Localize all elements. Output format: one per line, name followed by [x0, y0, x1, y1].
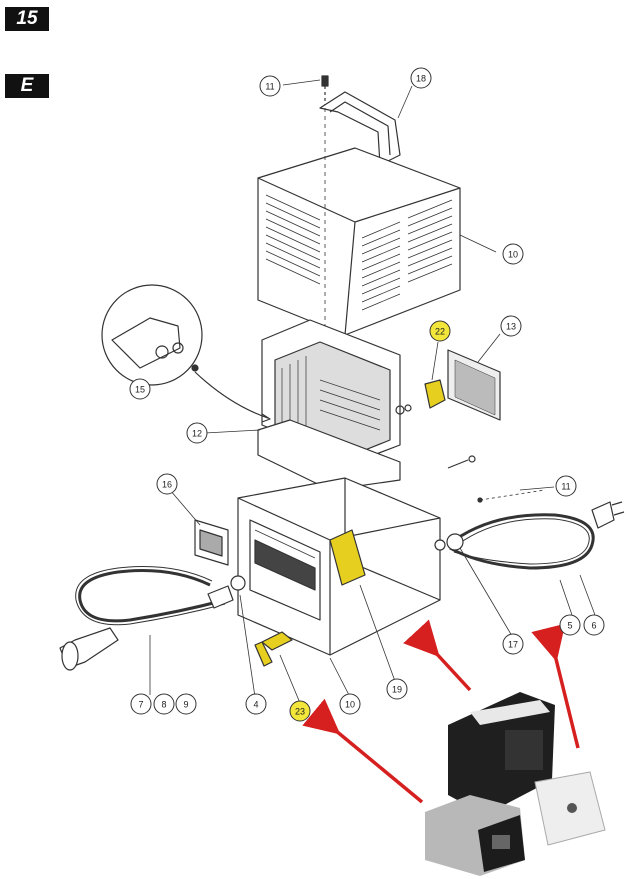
- callout-c6: 6: [583, 614, 605, 636]
- callout-c9: 9: [175, 693, 197, 715]
- red-arrow-plate: [531, 623, 580, 749]
- callout-circle: [410, 67, 432, 89]
- red-arrow-switch: [403, 619, 472, 692]
- section-letter-badge: E: [5, 74, 49, 98]
- callout-label: 12: [192, 429, 202, 439]
- callout-circle: [500, 315, 522, 337]
- callout-label: 17: [508, 640, 518, 650]
- callout-label: 11: [265, 82, 274, 92]
- screw-top-drawing: [321, 75, 329, 105]
- red-arrows: [302, 619, 580, 804]
- callout-label: 10: [508, 250, 518, 260]
- callout-c5: 5: [559, 614, 581, 636]
- callout-circle: [502, 243, 524, 265]
- callout-circle: [583, 614, 605, 636]
- callout-circle: [429, 320, 451, 342]
- meter-drawing: [194, 519, 229, 566]
- callout-label: 7: [138, 700, 143, 710]
- callout-label: 11: [561, 482, 570, 492]
- callout-label: 22: [435, 327, 445, 337]
- callout-c11b: 11: [555, 475, 577, 497]
- callout-circle: [245, 693, 267, 715]
- callout-circle: [186, 422, 208, 444]
- callout-circle: [289, 700, 311, 722]
- callout-circle: [156, 473, 178, 495]
- callout-c11a: 11: [259, 75, 281, 97]
- insulator-plate-drawing: [447, 349, 501, 421]
- callout-label: 5: [567, 621, 572, 631]
- callout-c10a: 10: [502, 243, 524, 265]
- callout-c12: 12: [186, 422, 208, 444]
- top-cover-drawing: [257, 108, 461, 345]
- callout-c18: 18: [410, 67, 432, 89]
- callout-c19: 19: [386, 678, 408, 700]
- callout-circle: [502, 633, 524, 655]
- photo-inset-breaker: [425, 795, 525, 876]
- leader-lines: [149, 79, 596, 704]
- detail-circle-drawing: [101, 284, 271, 423]
- callout-c8: 8: [153, 693, 175, 715]
- callout-label: 15: [135, 385, 145, 395]
- callout-circle: [153, 693, 175, 715]
- transformer-drawing: [257, 319, 401, 491]
- callout-circle: [386, 678, 408, 700]
- callout-circle: [259, 75, 281, 97]
- callout-label: 8: [161, 700, 166, 710]
- callout-circle: [339, 693, 361, 715]
- handle-drawing: [319, 91, 401, 166]
- callout-layer: 11 18 10 22 13 15 12 16 11 5 6 17 7 8 9 4 23 10 19: [129, 67, 605, 722]
- callout-c22: 22: [429, 320, 451, 342]
- hardware-drawing: [395, 404, 546, 503]
- callout-label: 4: [253, 700, 258, 710]
- callout-label: 23: [295, 707, 305, 717]
- callout-circle: [555, 475, 577, 497]
- photo-inset-switch: [448, 692, 555, 815]
- photo-inset-plate: [534, 771, 606, 846]
- callout-c16: 16: [156, 473, 178, 495]
- callout-c17: 17: [502, 633, 524, 655]
- callout-label: 9: [183, 700, 188, 710]
- callout-label: 18: [416, 74, 426, 84]
- callout-label: 19: [392, 685, 402, 695]
- callout-circle: [130, 693, 152, 715]
- callout-c23: 23: [289, 700, 311, 722]
- callout-circle: [559, 614, 581, 636]
- callout-label: 10: [345, 700, 355, 710]
- callout-c13: 13: [500, 315, 522, 337]
- callout-c4: 4: [245, 693, 267, 715]
- callout-label: 16: [162, 480, 172, 490]
- red-arrow-breaker: [302, 698, 424, 804]
- page-number-badge: 15: [5, 7, 49, 31]
- callout-circle: [129, 378, 151, 400]
- callout-c15: 15: [129, 378, 151, 400]
- callout-label: 13: [506, 322, 516, 332]
- callout-label: 6: [591, 621, 596, 631]
- callout-c7: 7: [130, 693, 152, 715]
- highlighted-parts: [254, 379, 446, 667]
- dc-cord-drawing: [59, 566, 246, 671]
- ac-cord-drawing: [434, 501, 625, 570]
- callout-c10b: 10: [339, 693, 361, 715]
- callout-circle: [175, 693, 197, 715]
